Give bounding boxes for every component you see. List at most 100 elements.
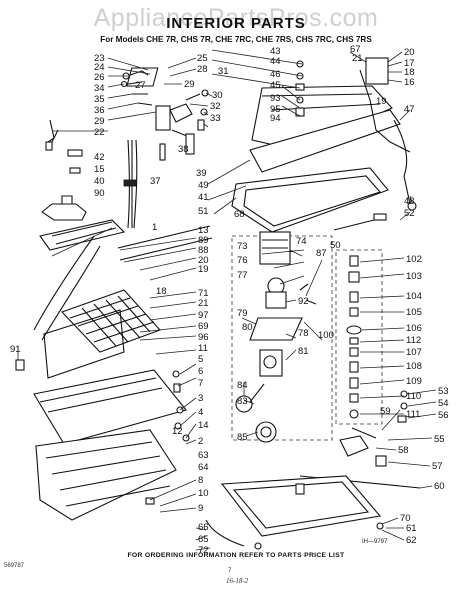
callout-18: 18 [404,67,415,78]
date-mark: 16-18-2 [226,577,249,585]
callout-64: 64 [198,462,209,473]
callout-58: 58 [398,445,409,456]
callout-89: 89 [198,235,209,246]
callout-9: 9 [198,503,203,514]
callout-16: 16 [404,77,415,88]
callout-81: 81 [298,346,309,357]
callout-51: 51 [198,206,209,217]
callout-24: 24 [94,62,105,73]
callout-84: 84 [237,380,248,391]
callout-labels: 23 24 26 34 35 36 29 22 42 15 40 90 25 2… [10,44,449,556]
callout-29: 29 [94,116,105,127]
callout-17: 17 [404,58,415,69]
callout-83: 83 [237,396,248,407]
callout-20: 20 [404,47,415,58]
callout-106: 106 [406,323,422,334]
figure-code: IH—9797 [362,539,388,545]
callout-4: 4 [198,407,203,418]
callout-37: 37 [150,176,161,187]
callout-69: 69 [198,321,209,332]
page-number: 7 [228,568,232,574]
callout-35: 35 [94,94,105,105]
callout-13: 13 [198,225,209,236]
callout-39: 39 [196,168,207,179]
callout-54: 54 [438,398,449,409]
callout-90: 90 [94,188,105,199]
callout-2: 2 [198,436,203,447]
callout-96: 96 [198,332,209,343]
callout-103: 103 [406,271,422,282]
ice-bin [15,219,213,521]
callout-28: 28 [197,64,208,75]
callout-87: 87 [316,248,327,259]
callout-8: 8 [198,475,203,486]
callout-74: 74 [296,236,307,247]
callout-23: 23 [94,53,105,64]
callout-42: 42 [94,152,105,163]
callout-66: 66 [198,522,209,533]
callout-49: 49 [198,180,209,191]
callout-36: 36 [94,105,105,116]
fittings-column [335,249,383,425]
watermark: AppliancePartsPros.com [93,4,379,32]
leader-lines [17,49,437,551]
callout-56: 56 [438,410,449,421]
callout-26: 26 [94,72,105,83]
callout-11: 11 [198,343,208,354]
callout-97: 97 [198,310,209,321]
callout-30: 30 [212,90,223,101]
callout-14: 14 [198,420,209,431]
callout-63: 63 [198,450,209,461]
callout-108: 108 [406,361,422,372]
callout-29-upper: 29 [184,79,195,90]
drain-trough-part [41,195,87,221]
callout-107: 107 [406,347,422,358]
callout-5: 5 [198,354,203,365]
callout-77: 77 [237,270,248,281]
callout-27: 27 [135,80,146,91]
callout-38: 38 [178,144,189,155]
callout-31: 31 [218,66,229,77]
callout-32: 32 [210,101,221,112]
callout-112: 112 [406,335,421,346]
callout-57: 57 [432,461,443,472]
callout-7: 7 [198,378,203,389]
callout-110: 110 [406,391,421,402]
callout-60: 60 [434,481,445,492]
callout-85: 85 [237,432,248,443]
diagram-title: INTERIOR PARTS [166,15,306,32]
callout-93: 93 [270,93,281,104]
ordering-footer: FOR ORDERING INFORMATION REFER TO PARTS … [127,552,345,559]
callout-62: 62 [406,535,417,546]
callout-53: 53 [438,386,449,397]
callout-43: 43 [270,46,281,57]
callout-18-left: 18 [156,286,167,297]
corner-code: 569787 [4,563,25,569]
callout-100: 100 [318,330,334,341]
callout-19-left: 19 [198,264,209,275]
callout-91: 91 [10,344,21,355]
callout-15: 15 [94,164,105,175]
callout-21-left: 21 [198,298,209,309]
callout-45: 45 [270,80,281,91]
callout-65: 65 [198,534,209,545]
callout-71: 71 [198,288,209,299]
callout-55: 55 [434,434,445,445]
callout-22: 22 [94,127,105,138]
callout-34: 34 [94,83,105,94]
callout-76: 76 [237,255,248,266]
callout-21: 21 [352,53,363,64]
callout-94: 94 [270,113,281,124]
callout-48: 48 [404,196,415,207]
callout-47: 47 [404,104,415,115]
callout-104: 104 [406,291,422,302]
callout-109: 109 [406,376,422,387]
callout-67: 67 [350,44,361,55]
callout-33: 33 [210,113,221,124]
callout-105: 105 [406,307,422,318]
callout-95: 95 [270,104,281,115]
callout-52: 52 [404,208,415,219]
callout-46: 46 [270,69,281,80]
